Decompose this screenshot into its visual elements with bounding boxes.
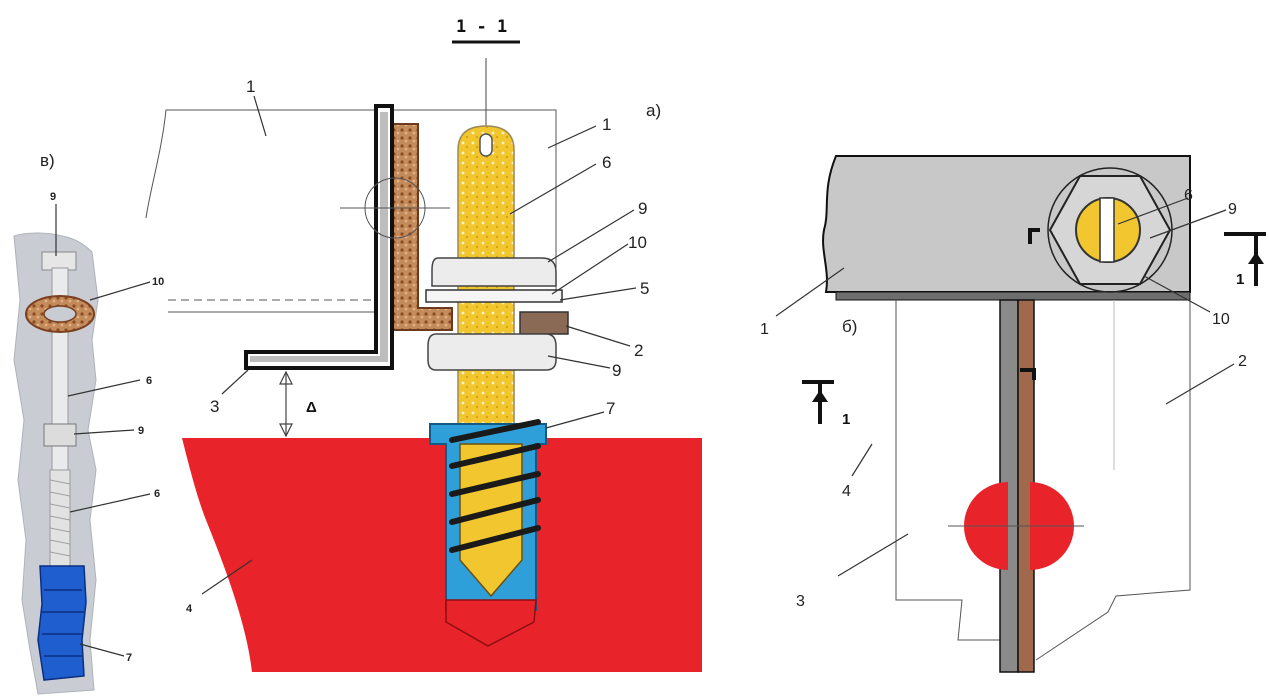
- view-a-label: а): [646, 101, 661, 120]
- leader-a-5: [559, 287, 637, 301]
- label-b-4: 4: [842, 483, 851, 500]
- gap-symbol: Δ: [306, 399, 317, 416]
- sleeve-tip: [445, 599, 537, 647]
- panel-outline-right: [1035, 300, 1191, 661]
- leader-v-7: [79, 643, 125, 657]
- section-arrow-right: [1224, 232, 1266, 286]
- leader-a-9-lower: [547, 355, 611, 369]
- leader-a-3: [221, 369, 249, 395]
- photo-nut: [43, 423, 77, 447]
- leader-a-6: [509, 163, 597, 215]
- photo-thread-lines: [49, 479, 71, 557]
- label-a-3: 3: [210, 397, 219, 416]
- leader-b-6: [1117, 197, 1189, 225]
- leader-b-10: [1143, 275, 1211, 313]
- angle-bracket-3: [244, 104, 394, 370]
- label-a-6: 6: [602, 153, 611, 172]
- screw-slot-plan: [1099, 197, 1115, 263]
- label-b-9: 9: [1228, 201, 1237, 218]
- leader-b-1: [775, 267, 845, 317]
- view-v-photo: в) 9 10 6 9 6 7: [13, 151, 164, 695]
- photo-plastic-sleeve: [37, 565, 87, 681]
- leader-b-2: [1165, 363, 1235, 405]
- label-v-6-upper: 6: [146, 375, 152, 387]
- thread-coils: [449, 419, 541, 553]
- label-a-9-lower: 9: [612, 361, 621, 380]
- leader-a-1-right: [547, 125, 597, 149]
- leader-a-9-upper: [547, 209, 635, 263]
- nut-9-lower: [427, 333, 557, 371]
- leader-b-4: [851, 443, 873, 477]
- leader-a-1-top: [253, 95, 267, 137]
- view-a-section: 1 - 1: [145, 17, 702, 672]
- panel-1-outline: [145, 109, 557, 300]
- label-a-2: 2: [634, 341, 643, 360]
- label-b-section-right: 1: [1236, 271, 1244, 288]
- photo-sleeve-ribs: [42, 589, 84, 657]
- panel-bottom-edge: [835, 291, 1191, 301]
- section-title: 1 - 1: [456, 17, 507, 37]
- leader-v-9-lower: [73, 429, 135, 435]
- label-b-10: 10: [1212, 311, 1230, 328]
- section-mark-strip: [1020, 368, 1036, 380]
- label-a-4: 4: [186, 603, 193, 615]
- label-b-1: 1: [760, 321, 769, 338]
- washer-2: [519, 311, 569, 335]
- label-a-1-top: 1: [246, 77, 255, 96]
- photo-bolt-head: [41, 251, 77, 271]
- label-a-5: 5: [640, 279, 649, 298]
- view-v-label: в): [40, 151, 55, 170]
- label-b-6: 6: [1184, 187, 1193, 204]
- section-arrow-left: [802, 380, 834, 424]
- leader-v-6-lower: [69, 493, 151, 513]
- label-a-10: 10: [628, 233, 647, 252]
- panel-outline-left: [895, 300, 1000, 641]
- label-v-7: 7: [126, 652, 132, 664]
- label-v-9: 9: [50, 191, 56, 203]
- label-a-7: 7: [606, 399, 615, 418]
- washer-10: [425, 289, 563, 303]
- label-v-6-lower: 6: [154, 488, 160, 500]
- leader-a-4: [201, 559, 253, 595]
- label-v-10: 10: [152, 276, 164, 288]
- base-element-4: [182, 438, 702, 672]
- view-b-plan: 1 1 б) 6 9 10 1 2 3 4: [760, 155, 1266, 673]
- leader-a-2: [565, 325, 631, 347]
- label-a-9-upper: 9: [638, 199, 647, 218]
- leader-a-7: [545, 411, 605, 429]
- leader-b-9: [1149, 209, 1227, 239]
- photo-washer-hole: [43, 305, 77, 323]
- section-mark-bracket: [1028, 228, 1040, 244]
- label-v-9-lower: 9: [138, 425, 144, 437]
- view-b-label: б): [842, 317, 857, 336]
- label-b-2: 2: [1238, 353, 1247, 370]
- leader-v-6-upper: [67, 379, 141, 397]
- label-b-3: 3: [796, 593, 805, 610]
- leader-b-3: [837, 533, 909, 577]
- label-b-section-left: 1: [842, 411, 850, 428]
- nut-9-upper: [431, 257, 557, 287]
- gap-arrows: [279, 370, 293, 438]
- leader-v-10: [89, 281, 151, 301]
- leader-a-10: [551, 243, 629, 295]
- label-a-1-right: 1: [602, 115, 611, 134]
- screw-slot: [479, 133, 493, 157]
- angle-bracket-fill: [250, 112, 388, 362]
